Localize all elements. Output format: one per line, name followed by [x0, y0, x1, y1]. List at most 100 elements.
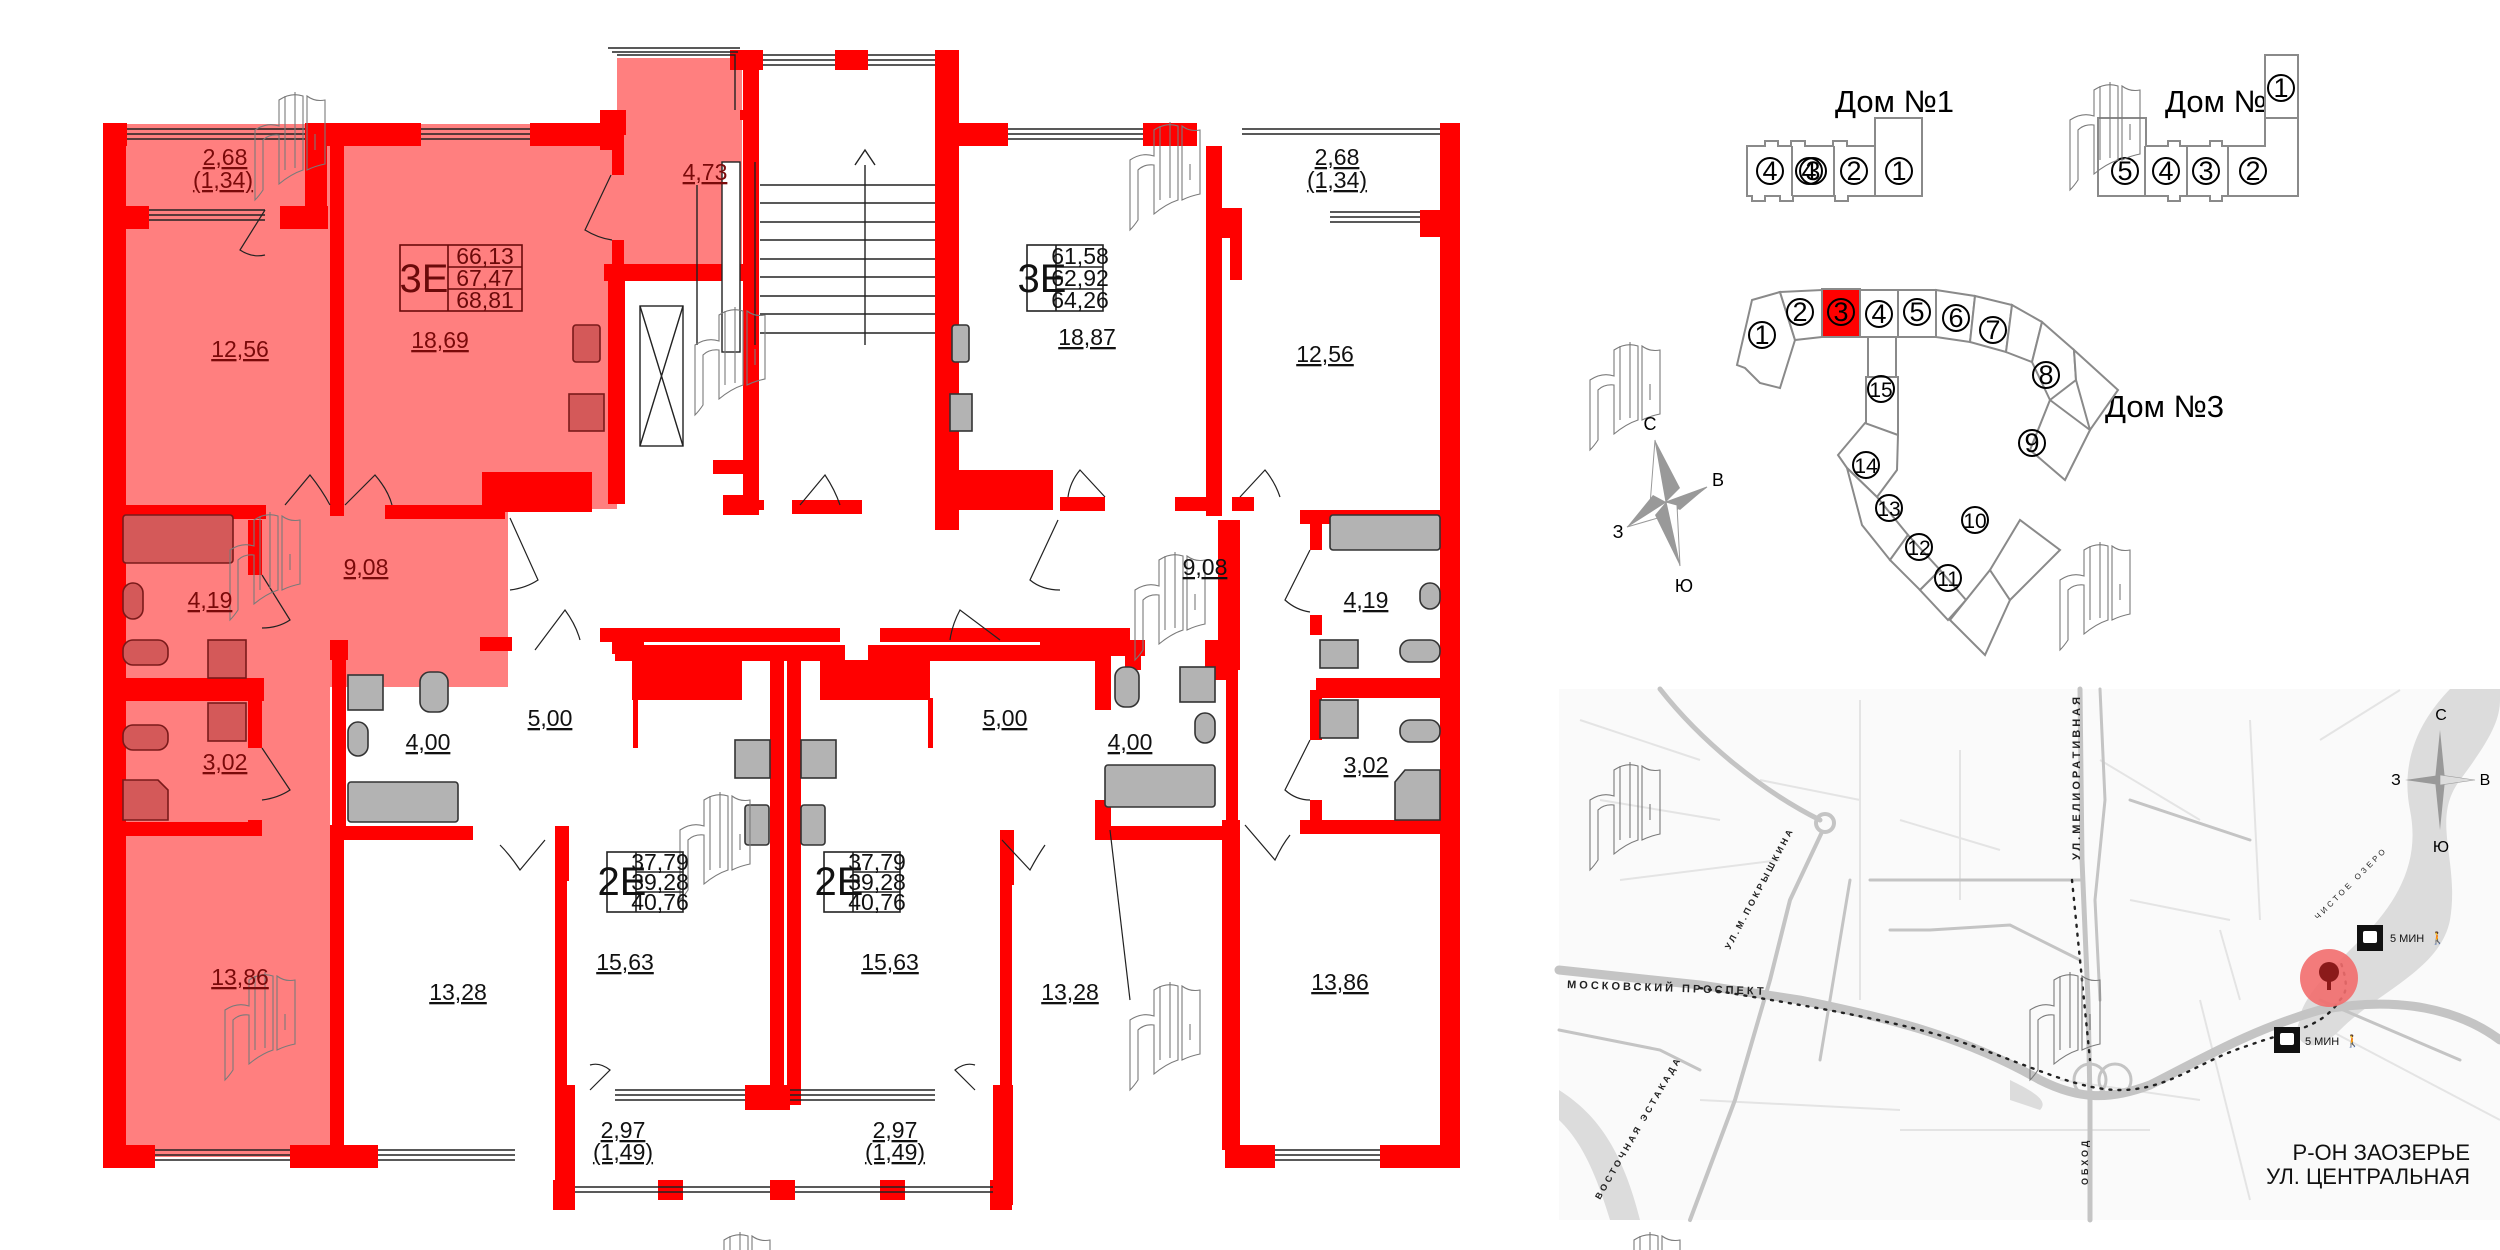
svg-text:12: 12 [1907, 537, 1930, 560]
washing-machine-icon [1179, 666, 1216, 703]
address-street: УЛ. ЦЕНТРАЛЬНАЯ [2266, 1164, 2470, 1189]
toilet-icon [1399, 719, 1441, 743]
compass-north-label: С [1644, 414, 1657, 434]
apartment-info-2e-right[interactable]: 2E 37,79 39,28 40,76 [815, 849, 906, 915]
svg-text:4: 4 [1871, 299, 1886, 329]
windows [127, 47, 1440, 1193]
house-3-section-labels[interactable]: 1 2 3 4 5 6 7 8 9 10 11 12 13 14 15 [1748, 297, 2060, 592]
room-area-balcony: 2,97 [873, 1117, 918, 1143]
svg-text:4: 4 [1762, 156, 1777, 186]
room-area-hall: 9,08 [344, 554, 389, 580]
house-1-section-labels[interactable]: 4 3 2 1 [1756, 156, 1913, 186]
room-area-bedroom: 12,56 [211, 336, 269, 362]
sink-icon [1194, 712, 1216, 744]
map-background-streets [1579, 689, 2500, 1201]
area-total: 37,79 [848, 849, 906, 875]
location-map[interactable]: МОСКОВСКИЙ ПРОСПЕКТ УЛ.М.ПОКРЫШКИНА УЛ.М… [1554, 686, 2500, 1223]
room-area-balcony-reduced: (1,49) [593, 1139, 653, 1165]
street-label-meliorativnaya: УЛ.МЕЛИОРАТИВНАЯ [2071, 694, 2083, 860]
svg-text:9: 9 [2024, 428, 2039, 458]
area-full: 40,76 [631, 889, 689, 915]
apartment-info-3e-left[interactable]: 3E 66,13 67,47 68,81 [399, 243, 523, 313]
apartment-code: 2E [815, 860, 864, 904]
sink-icon [1419, 582, 1441, 610]
house-3-title: Дом №3 [2105, 389, 2224, 424]
svg-text:15: 15 [1869, 379, 1892, 402]
stove-icon [568, 393, 605, 432]
toilet-icon [1114, 666, 1140, 708]
room-area-hall: 9,08 [1183, 554, 1228, 580]
bus-stop-north[interactable]: 5 МИН 🚶 [2357, 925, 2445, 951]
svg-text:2: 2 [1846, 156, 1861, 186]
address-district: Р-ОН ЗАОЗЕРЬЕ [2293, 1140, 2470, 1165]
house-3-schematic: Дом №3 1 2 3 [1589, 288, 2224, 657]
floor-plan: 3E 66,13 67,47 68,81 3E 61,58 62,92 64,2… [103, 47, 1460, 1210]
room-area-kitchen-living: 18,87 [1058, 324, 1116, 350]
svg-text:7: 7 [1985, 315, 2000, 345]
stove-icon [800, 739, 837, 779]
house-3-sections[interactable] [1735, 288, 2120, 657]
washing-machine-icon [207, 702, 247, 742]
house-1-title: Дом №1 [1835, 84, 1954, 119]
house-2-sections[interactable]: 5 4 3 2 1 [2097, 54, 2299, 202]
apartment-info-3e-right[interactable]: 3E 61,58 62,92 64,26 [1018, 243, 1109, 313]
kitchen-sink-icon [951, 324, 970, 363]
doors [239, 174, 1311, 1091]
bus-stop-south[interactable]: 5 МИН 🚶 [2274, 1027, 2360, 1053]
room-area-hall: 5,00 [983, 705, 1028, 731]
svg-text:2: 2 [1792, 297, 1807, 327]
svg-text:11: 11 [1937, 568, 1959, 591]
bus-stop-time: 5 МИН [2305, 1036, 2339, 1048]
room-area-bathroom: 4,19 [1344, 587, 1389, 613]
room-area-balcony: 2,68 [1315, 144, 1360, 170]
room-area-bathroom: 4,19 [188, 587, 233, 613]
apartment-info-2e-left[interactable]: 2E 37,79 39,28 40,76 [598, 849, 689, 915]
toilet-icon [122, 724, 169, 751]
sink-icon [347, 721, 369, 757]
fixtures [122, 324, 1441, 846]
sink-icon [122, 582, 144, 620]
area-total: 37,79 [631, 849, 689, 875]
svg-text:4: 4 [2158, 156, 2173, 186]
location-marker[interactable] [2300, 949, 2358, 1007]
svg-text:З: З [2391, 772, 2401, 789]
svg-text:3: 3 [1805, 156, 1820, 186]
shower-icon [1394, 769, 1441, 821]
walking-person-icon: 🚶 [2430, 931, 2445, 945]
svg-text:С: С [2435, 707, 2447, 724]
toilet-icon [419, 671, 449, 713]
svg-text:3: 3 [2198, 156, 2213, 186]
kitchen-sink-icon [744, 804, 770, 846]
bathtub-icon [1104, 764, 1216, 808]
kitchen-sink-icon [800, 804, 826, 846]
room-area-balcony-reduced: (1,34) [1307, 167, 1367, 193]
logo-watermark-icon [699, 1231, 771, 1250]
room-area-kitchen-living: 15,63 [596, 949, 654, 975]
map-compass-rose-icon: С В З Ю [2391, 707, 2490, 856]
apartment-code: 2E [598, 860, 647, 904]
compass-south-label: Ю [1675, 576, 1693, 596]
svg-text:14: 14 [1854, 455, 1878, 478]
room-area-balcony-reduced: (1,49) [865, 1139, 925, 1165]
bus-icon [2363, 931, 2377, 943]
stove-icon [949, 393, 973, 432]
apartment-code: 3E [1018, 257, 1067, 301]
room-area-balcony: 2,68 [203, 144, 248, 170]
area-full: 68,81 [456, 287, 514, 313]
room-area-bathroom: 4,00 [1108, 729, 1153, 755]
logo-watermark-icon [2059, 541, 2131, 651]
compass-east-label: В [1712, 470, 1724, 490]
apartment-code: 3E [400, 257, 449, 301]
river [1559, 1090, 1640, 1220]
house-1-sections[interactable]: 4 [1746, 117, 1923, 202]
svg-text:13: 13 [1877, 498, 1900, 521]
svg-text:1: 1 [1754, 320, 1769, 350]
svg-text:5: 5 [1909, 297, 1924, 327]
apartment-3e-left-selected[interactable] [118, 58, 742, 1157]
room-area-balcony-reduced: (1,34) [193, 167, 253, 193]
area-total: 61,58 [1051, 243, 1109, 269]
walking-person-icon: 🚶 [2345, 1034, 2360, 1048]
svg-text:Ю: Ю [2433, 839, 2449, 856]
stove-icon [734, 739, 771, 779]
